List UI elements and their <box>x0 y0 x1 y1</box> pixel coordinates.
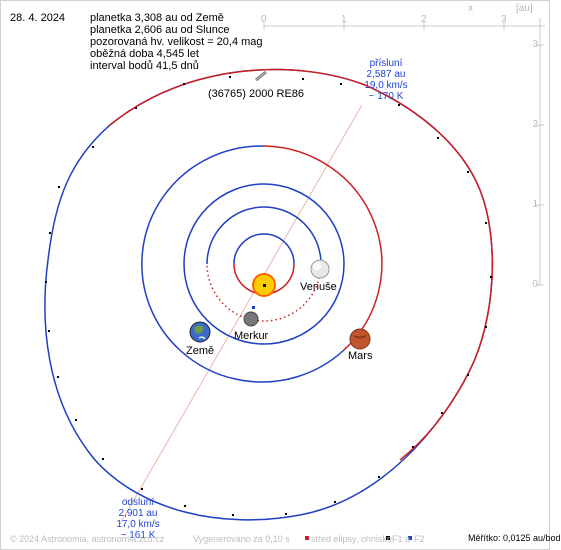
aphelion-distance: 2,901 au <box>118 508 158 519</box>
venus-planet <box>310 259 330 279</box>
right-tick-2: 2 <box>532 119 538 130</box>
info-line-earth-distance: planetka 3,308 au od Země <box>90 12 224 24</box>
right-tick-3: 3 <box>532 39 538 50</box>
aphelion-annotation: odsluní 2,901 au 17,0 km/s ~ 161 K <box>115 497 161 541</box>
info-line-magnitude: pozorovaná hv. velikost = 20,4 mag <box>90 36 263 48</box>
perihelion-distance: 2,587 au <box>366 69 406 80</box>
top-tick-3: 3 <box>501 14 507 25</box>
info-block: planetka 3,308 au od Země planetka 2,606… <box>90 12 263 72</box>
footer-legend-center: střed elipsy, ohnisko <box>311 534 392 544</box>
scale-label: Měřítko: 0,0125 au/bod <box>468 533 561 543</box>
venus-orbit-blue <box>206 206 322 265</box>
footer-copyright: © 2024 Astronomia, astronomia.zcu.cz <box>10 534 165 544</box>
date-label: 28. 4. 2024 <box>10 12 66 24</box>
footer-sampling: Vygenerováno za 0,10 s <box>193 534 290 544</box>
top-tick-1: 1 <box>341 14 347 25</box>
asteroid-orbit-red <box>109 68 494 461</box>
x-axis-label: x <box>468 3 473 14</box>
perihelion-title: přísluní <box>369 58 403 69</box>
top-tick-0: 0 <box>261 14 267 25</box>
legend-f2-marker <box>408 536 412 540</box>
right-axis <box>536 18 544 286</box>
axis-unit-label: [au] <box>516 3 533 14</box>
mercury-label: Merkur <box>234 330 269 342</box>
aphelion-speed: 17,0 km/s <box>116 519 160 530</box>
earth-label: Země <box>186 345 215 357</box>
venus-orbit-red-dotted <box>206 263 322 322</box>
aphelion-title: odsluní <box>121 497 155 508</box>
mars-orbit-red <box>263 145 383 351</box>
top-tick-2: 2 <box>421 14 427 25</box>
mercury-orbit-blue <box>233 233 295 265</box>
info-line-sun-distance: planetka 2,606 au od Slunce <box>90 24 230 36</box>
perihelion-speed: 19,0 km/s <box>364 80 408 91</box>
footer-legend-f2: F2 <box>414 534 425 544</box>
mars-orbit-blue <box>141 145 345 383</box>
right-tick-1: 1 <box>532 199 538 210</box>
asteroid-label: (36765) 2000 RE86 <box>208 88 305 100</box>
footer-legend-f1: F1 a <box>392 534 411 544</box>
earth-planet <box>189 321 211 343</box>
apsidal-line <box>119 104 363 525</box>
mars-label: Mars <box>348 350 373 362</box>
legend-f1-marker <box>386 536 390 540</box>
info-line-interval: interval bodů 41,5 dnů <box>90 60 199 72</box>
info-line-period: oběžná doba 4,545 let <box>90 48 199 60</box>
mars-planet <box>349 328 371 350</box>
earth-orbit <box>183 183 345 345</box>
asteroid-marker <box>255 70 267 82</box>
top-axis <box>263 22 545 30</box>
legend-center-marker <box>305 536 309 540</box>
sun <box>252 273 276 297</box>
perihelion-temp: ~ 170 K <box>368 91 404 102</box>
orbit-point-markers <box>45 76 492 516</box>
aphelion-temp: ~ 161 K <box>120 530 156 541</box>
right-tick-0: 0 <box>532 279 538 290</box>
perihelion-annotation: přísluní 2,587 au 19,0 km/s ~ 170 K <box>356 58 416 102</box>
mercury-planet <box>243 306 259 327</box>
venus-label: Venuše <box>300 281 337 293</box>
